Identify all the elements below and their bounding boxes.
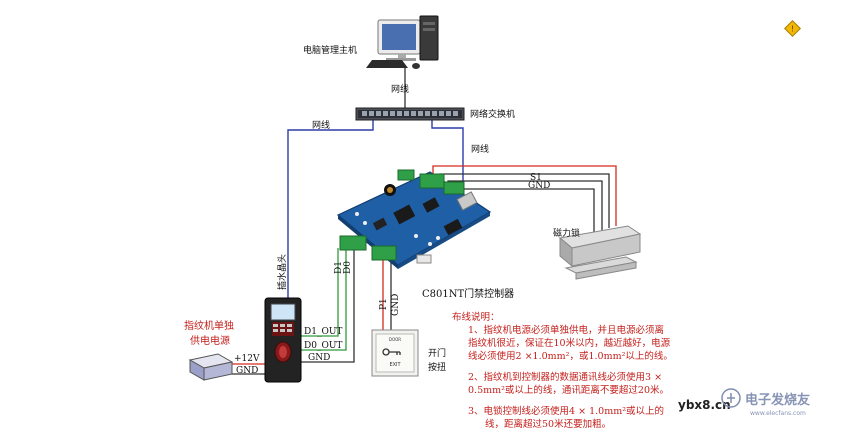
switch-to-controller-network-cable <box>431 120 464 188</box>
switch-port <box>453 111 458 116</box>
p1-label: P1 <box>379 298 389 310</box>
terminal-block-top <box>397 169 465 195</box>
note-2-line-2: 0.5mm²或以上的线，通讯距离不要超过20米。 <box>468 384 669 396</box>
gnd-lock-label: GND <box>528 181 550 191</box>
switch-port <box>390 111 395 116</box>
switch-port <box>432 111 437 116</box>
switch-port <box>362 111 367 116</box>
exit-plate-text: EXIT <box>389 362 401 368</box>
switch-port <box>425 111 430 116</box>
exit-button <box>371 329 419 377</box>
fp-power-label-1: 指纹机单独 <box>184 319 234 332</box>
note-3-line-1: 3、电锁控制线必须使用4 × 1.0mm²或以上的 <box>468 405 664 417</box>
exit-plate-top-text: DOOR <box>389 337 401 342</box>
d1-data-wire <box>300 248 339 337</box>
exit-label-2: 按扭 <box>428 361 446 373</box>
gnd-btn-label: GND <box>391 294 401 316</box>
d1-out-label: D1_OUT <box>304 327 342 337</box>
switch-port <box>404 111 409 116</box>
note-1-line-1: 1、指纹机电源必须单独供电，并且电源必须离 <box>468 324 664 336</box>
lock-wire-red <box>432 165 617 226</box>
cable-label-top: 网线 <box>391 83 409 95</box>
fingerprint-reader <box>264 297 302 383</box>
power-supply <box>188 353 234 381</box>
maglock-label: 磁力锁 <box>553 227 580 239</box>
d0-label: D0 <box>343 261 353 274</box>
elecfans-logo-icon <box>721 388 741 408</box>
gnd-power-label: GND <box>236 366 258 376</box>
watermark-url: ybx8.cn <box>678 398 731 412</box>
magnetic-lock <box>558 225 642 280</box>
note-2-line-1: 2、指纹机到控制器的数据通讯线必须使用3 × <box>468 371 662 383</box>
switch-to-reader-network-cable <box>287 120 374 298</box>
switch-port <box>376 111 381 116</box>
v12-label: +12V <box>234 354 260 364</box>
watermark-site: 电子发烧友 <box>745 392 810 408</box>
terminal-block-left <box>339 235 397 261</box>
d0-data-wire <box>300 248 347 351</box>
notes-title: 布线说明： <box>452 311 500 323</box>
switch-port <box>369 111 374 116</box>
watermark-site-url: www.elecfans.com <box>750 410 806 417</box>
note-1-line-3: 线必须使用2 ×1.0mm²，或1.0mm²以上的线。 <box>468 350 673 362</box>
cable-label-left: 网线 <box>312 119 330 131</box>
exit-label-1: 开门 <box>428 347 446 359</box>
controller-board <box>336 171 492 269</box>
wiring-notes: 布线说明： 1、指纹机电源必须单独供电，并且电源必须离 指纹机很近，保证在10米… <box>452 311 673 430</box>
switch-port <box>446 111 451 116</box>
switch-port <box>418 111 423 116</box>
d0-out-label: D0_OUT <box>304 341 342 351</box>
svg-text:!: ! <box>791 25 794 34</box>
switch-port <box>397 111 402 116</box>
note-3-line-2: 线，距离超过50米还要加粗。 <box>485 418 611 430</box>
computer-label: 电脑管理主机 <box>303 44 357 56</box>
warning-diamond-icon[interactable]: ! <box>784 20 801 37</box>
s1-label: S1 <box>530 173 542 183</box>
d1-label: D1 <box>334 261 344 274</box>
switch-port <box>439 111 444 116</box>
reader-gnd-wire <box>300 250 355 363</box>
cable-label-right: 网线 <box>471 143 489 155</box>
switch-label: 网络交换机 <box>470 108 515 120</box>
crystal-head-label: 插水晶头 <box>276 254 288 290</box>
switch-port <box>411 111 416 116</box>
gnd-reader-label: GND <box>308 353 330 363</box>
management-computer <box>366 15 439 69</box>
key-icon <box>382 348 401 356</box>
note-1-line-2: 指纹机很近，保证在10米以内，越近越好，电源 <box>468 337 671 349</box>
fp-power-label-2: 供电电源 <box>190 334 230 347</box>
switch-port <box>383 111 388 116</box>
controller-label: C801NT门禁控制器 <box>422 287 514 300</box>
